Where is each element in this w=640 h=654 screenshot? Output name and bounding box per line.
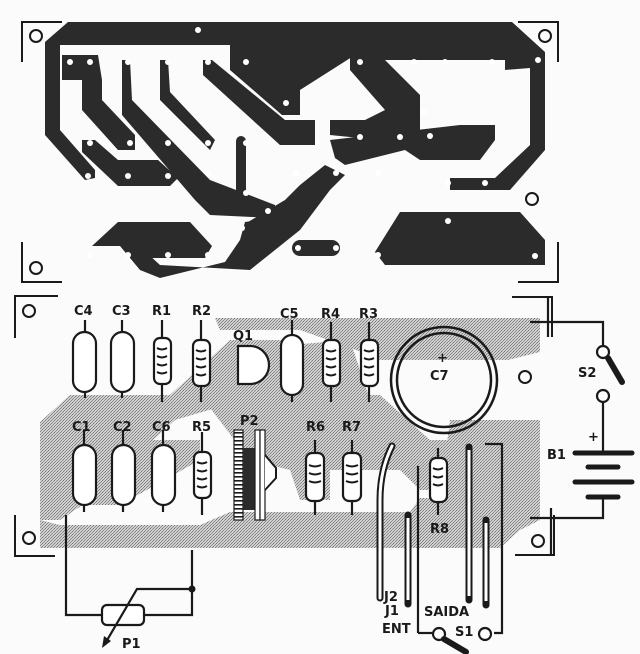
resistor-r1 [152,320,173,402]
corner-marks-bottom [14,295,555,557]
transistor-q1 [236,344,271,386]
label-b1-plus: + [588,430,599,445]
label-r3: R3 [359,307,378,322]
capacitor-c6 [150,430,177,512]
label-b1: B1 [547,448,566,463]
label-r5: R5 [192,420,211,435]
label-r6: R6 [306,420,325,435]
label-c7: C7 [430,369,449,384]
capacitor-c2 [110,430,137,512]
label-c1: C1 [72,420,91,435]
label-r7: R7 [342,420,361,435]
drill-holes [67,27,541,259]
switch-s2 [530,298,625,452]
label-c3: C3 [112,304,131,319]
resistor-r2 [191,320,212,402]
label-saida: SAIDA [424,605,469,620]
component-side-view: C4 C3 R1 R2 Q1 C5 [14,295,635,654]
label-r4: R4 [321,307,340,322]
resistor-r8 [428,448,449,515]
label-r1: R1 [152,304,171,319]
switch-s1 [418,626,493,654]
copper-traces [45,22,545,278]
label-p2: P2 [240,414,259,429]
label-c5: C5 [280,307,299,322]
copper-side-view [21,21,559,283]
resistor-r4 [321,322,342,402]
label-ent: ENT [382,622,411,637]
resistor-r6 [304,440,326,515]
resistor-r3 [359,322,380,402]
corner-marks-top [21,21,559,283]
label-s2: S2 [578,366,596,381]
potentiometer-p1 [64,515,196,648]
label-c6: C6 [152,420,171,435]
capacitor-c4 [71,320,98,398]
shielded-cable-input [376,442,396,602]
capacitor-c7 [389,325,499,435]
resistor-r7 [341,440,363,515]
label-j2: J2 [383,590,398,605]
label-j1: J1 [384,604,399,619]
capacitor-c5 [279,320,305,402]
label-c7-plus: + [437,351,448,366]
battery-b1 [530,450,635,556]
jack-j2-cable [465,442,504,635]
label-p1: P1 [122,637,141,652]
label-q1: Q1 [233,329,253,344]
label-c4: C4 [74,304,93,319]
label-r2: R2 [192,304,211,319]
resistor-r5 [192,432,213,515]
label-r8: R8 [430,522,449,537]
trimmer-p2 [233,429,277,521]
label-s1: S1 [455,625,473,640]
capacitor-c3 [109,320,136,398]
capacitor-c1 [71,430,98,512]
label-c2: C2 [113,420,132,435]
